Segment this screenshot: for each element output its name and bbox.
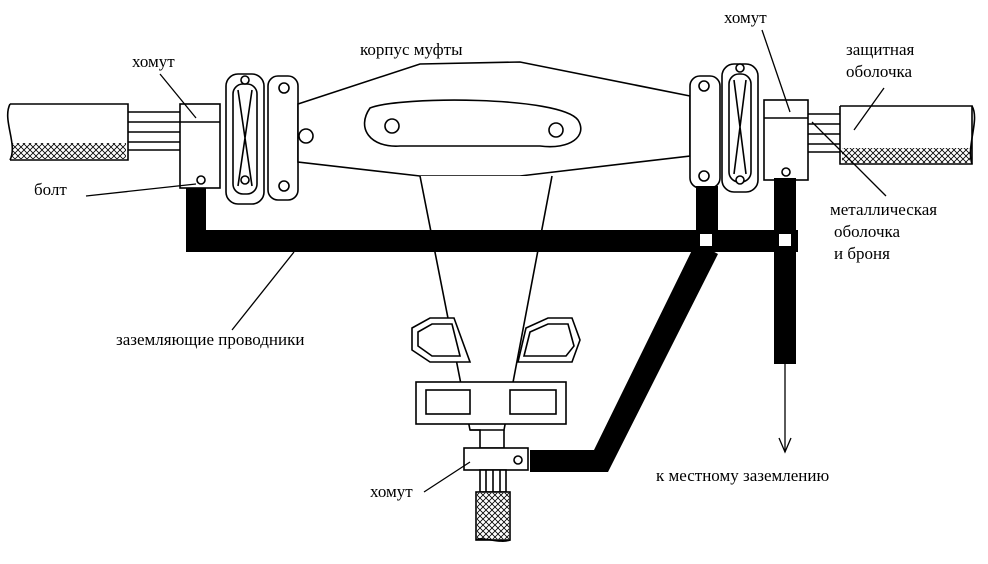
- ground-arrow: [778, 364, 792, 454]
- branch-body: [411, 175, 581, 449]
- junction-square-right: [779, 234, 791, 246]
- coupling-body: [297, 61, 691, 177]
- right-flanges: [689, 63, 759, 193]
- junction-square-left: [700, 234, 712, 246]
- left-clamp: [179, 103, 221, 189]
- label-metal-sheath-1: металлическая: [830, 200, 938, 219]
- right-cable: [808, 105, 976, 165]
- ground-conductors: [186, 178, 798, 472]
- label-to-local-ground: к местному заземлению: [656, 466, 830, 485]
- label-metal-sheath-3: и броня: [834, 244, 890, 263]
- bottom-cable: [475, 469, 511, 542]
- left-cable: [6, 103, 180, 161]
- label-clamp-left: хомут: [132, 52, 175, 71]
- label-clamp-bottom: хомут: [370, 482, 413, 501]
- label-protective-sheath-2: оболочка: [846, 62, 913, 81]
- leader-lines: [85, 29, 887, 493]
- label-clamp-right: хомут: [724, 8, 767, 27]
- bottom-clamp: [463, 447, 529, 471]
- right-clamp: [763, 99, 809, 181]
- label-coupling-body: корпус муфты: [360, 40, 463, 59]
- label-metal-sheath-2: оболочка: [834, 222, 901, 241]
- left-flanges: [225, 73, 299, 205]
- label-bolt: болт: [34, 180, 67, 199]
- label-protective-sheath-1: защитная: [846, 40, 915, 59]
- label-ground-conductors: заземляющие проводники: [116, 330, 305, 349]
